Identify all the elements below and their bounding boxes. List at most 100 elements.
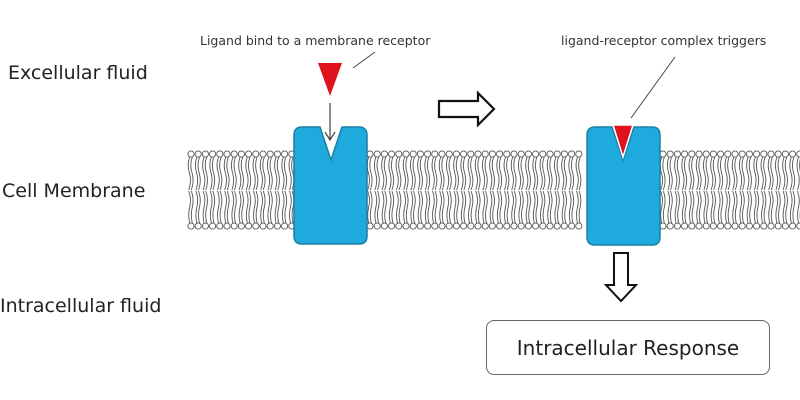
lipid-tail (688, 156, 692, 191)
lipid-tail (756, 190, 760, 224)
complex-leader-line (630, 56, 676, 119)
lipid-head (266, 150, 274, 158)
lipid-head (252, 222, 260, 230)
lipid-tail (276, 156, 280, 191)
lipid-tail (283, 156, 288, 191)
lipid-head (416, 150, 424, 158)
lipid-tail (510, 156, 514, 191)
lipid-tail (377, 190, 380, 224)
lipid-tail (727, 190, 731, 224)
lipid-tail (677, 190, 680, 224)
lipid-tail (760, 156, 764, 191)
lipid-tail (398, 190, 402, 224)
lipid-tail (778, 190, 781, 224)
lipid-head (532, 150, 540, 158)
lipid-head (695, 150, 703, 158)
lipid-tail (517, 156, 522, 191)
lipid-tail (426, 156, 431, 191)
lipid-tail (504, 190, 507, 224)
lipid-tail (542, 190, 546, 224)
lipid-tail (417, 156, 421, 191)
lipid-head (424, 222, 432, 230)
lipid-head (781, 150, 789, 158)
lipid-head (245, 150, 253, 158)
lipid-tail (520, 156, 524, 191)
lipid-tail (230, 156, 235, 191)
lipid-head (539, 150, 547, 158)
lipid-head (216, 150, 224, 158)
lipid-head (380, 150, 388, 158)
lipid-tail (212, 190, 216, 224)
lipid-tail (467, 156, 471, 191)
lipid-tail (674, 156, 678, 191)
lipid-tail (689, 190, 692, 224)
lipid-tail (738, 156, 743, 191)
lipid-tail (753, 190, 757, 224)
lipid-head (702, 150, 710, 158)
lipid-head (402, 222, 410, 230)
lipid-tail (475, 190, 478, 224)
lipid-tail (797, 190, 800, 224)
lipid-tail (266, 156, 271, 191)
lipid-tail (576, 190, 579, 224)
lipid-tail (563, 156, 567, 191)
lipid-tail (402, 156, 406, 191)
binding-leader-line (352, 51, 376, 69)
lipid-tail (660, 190, 663, 224)
lipid-tail (549, 156, 553, 191)
lipid-head (373, 222, 381, 230)
lipid-tail (484, 156, 488, 191)
lipid-head (438, 150, 446, 158)
lipid-tail (226, 190, 230, 224)
lipid-tail (681, 190, 685, 224)
lipid-head (281, 222, 289, 230)
ligand-bound (611, 124, 635, 160)
lipid-tail (202, 190, 206, 224)
lipid-tail (568, 156, 572, 191)
lipid-tail (768, 190, 771, 224)
lipid-head (753, 150, 761, 158)
extracellular-fluid-label: Excellular fluid (8, 62, 148, 84)
lipid-tail (398, 156, 402, 191)
lipid-tail (770, 156, 774, 191)
lipid-tail (748, 156, 752, 191)
lipid-tail (511, 190, 514, 224)
lipid-tail (755, 156, 760, 191)
lipid-tail (662, 190, 666, 224)
lipid-head (252, 150, 260, 158)
lipid-head (402, 150, 410, 158)
lipid-head (209, 150, 217, 158)
lipid-tail (255, 190, 259, 224)
lipid-tail (734, 190, 738, 224)
lipid-head (666, 150, 674, 158)
lipid-head (395, 150, 403, 158)
lipid-tail (691, 190, 695, 224)
lipid-tail (446, 190, 450, 224)
lipid-tail (717, 190, 721, 224)
lipid-tail (238, 190, 242, 224)
lipid-tail (791, 156, 796, 191)
lipid-head (245, 222, 253, 230)
lipid-tail (448, 156, 452, 191)
lipid-tail (259, 156, 263, 191)
lipid-head (388, 150, 396, 158)
ligand-free (318, 63, 342, 96)
lipid-tail (197, 156, 201, 191)
lipid-tail (710, 156, 714, 191)
lipid-head (438, 222, 446, 230)
lipid-tail (434, 190, 438, 224)
lipid-tail (211, 156, 216, 191)
lipid-tail (696, 190, 699, 224)
lipid-tail (698, 156, 702, 191)
lipid-tail (535, 190, 539, 224)
lipid-tail (274, 156, 278, 191)
lipid-head (510, 150, 518, 158)
lipid-tail (245, 190, 249, 224)
lipid-tail (269, 156, 273, 191)
lipid-tail (205, 190, 208, 224)
lipid-tail (727, 156, 731, 191)
lipid-tail (412, 156, 416, 191)
lipid-head (575, 150, 583, 158)
lipid-tail (231, 190, 235, 224)
lipid-tail (223, 156, 227, 191)
